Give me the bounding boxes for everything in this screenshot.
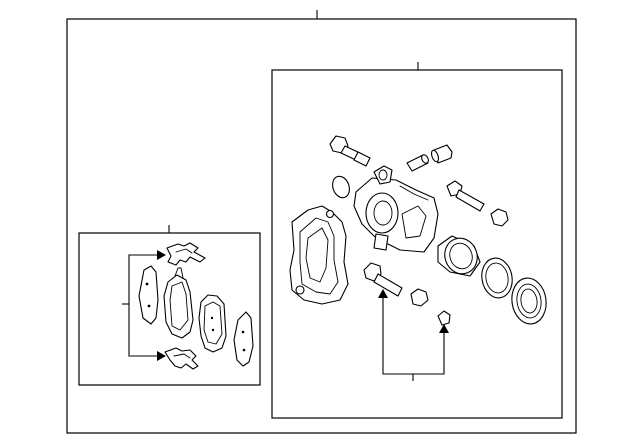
inner-shim [138,265,159,325]
o-ring [332,175,350,199]
outer-pad [198,294,227,353]
pad-kit-leaders [122,250,166,361]
arrow-to-lower-clip [157,351,166,361]
pad-kit-bracket-leader [128,254,160,357]
upper-guide-pin-bolt [329,135,371,167]
arrow-to-bleeder-cap [439,324,449,333]
outer-assembly-frame [66,18,577,434]
lower-guide-pin-bolt [363,262,403,297]
arrow-to-lower-bolt [378,289,388,298]
upper-anti-rattle-clip [166,242,206,266]
pin-boot [430,144,453,164]
guide-pin [406,154,429,172]
caliper-assembly-frame [271,69,563,419]
lower-dust-cap [410,288,429,307]
piston [437,235,481,277]
caliper-bracket [289,205,349,305]
right-dust-cap [490,208,509,227]
outer-shim [233,311,254,367]
inner-pad [163,267,194,339]
bleeder-cap [437,310,451,326]
bolt-cap-leader [378,289,449,381]
lower-anti-rattle-clip [164,347,199,370]
caliper-housing [353,165,439,253]
arrow-to-upper-clip [157,250,166,260]
dust-boot [511,277,547,325]
piston-seal [481,257,513,299]
right-guide-pin-bolt [446,180,485,212]
bolt-cap-bracket-leader [382,296,445,375]
